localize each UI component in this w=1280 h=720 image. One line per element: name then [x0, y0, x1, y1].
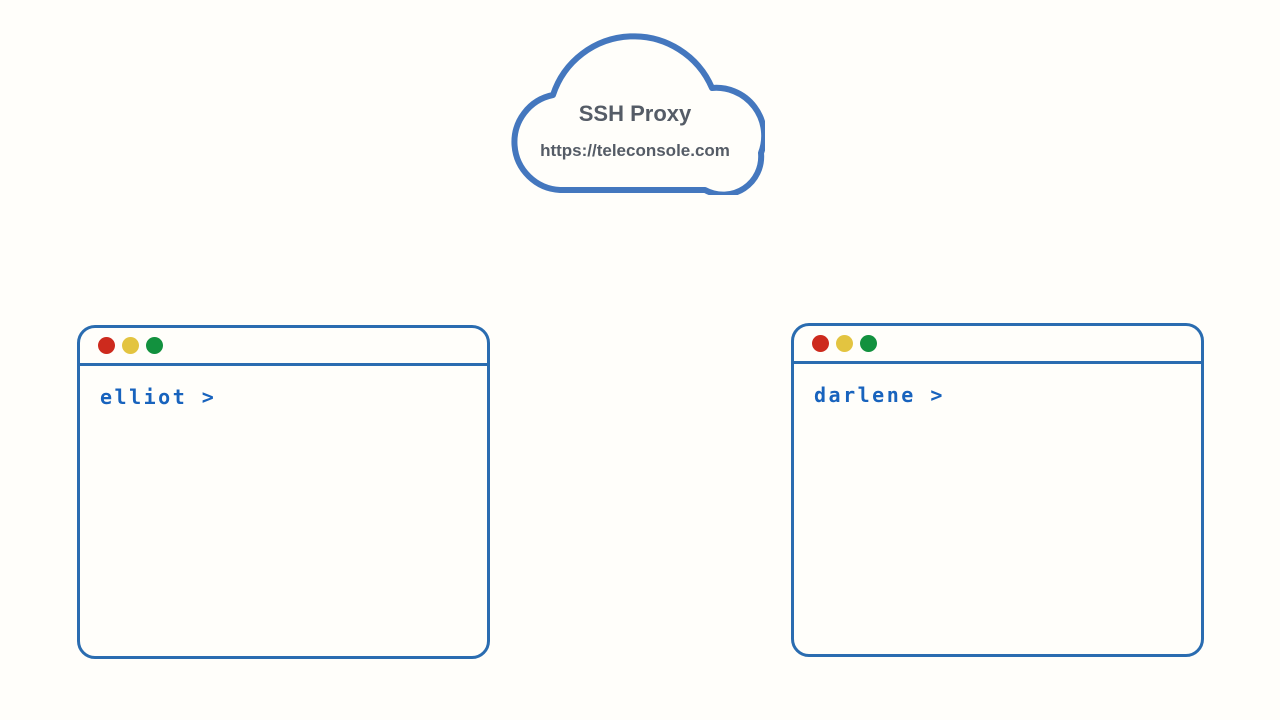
terminal-body: darlene > [794, 364, 1201, 407]
terminal-titlebar [80, 328, 487, 366]
cloud-icon: SSH Proxy https://teleconsole.com [511, 33, 768, 198]
maximize-button-icon [146, 337, 163, 354]
terminal-titlebar [794, 326, 1201, 364]
minimize-button-icon [836, 335, 853, 352]
close-button-icon [98, 337, 115, 354]
terminal-window-darlene: darlene > [791, 323, 1204, 657]
cloud-outline [511, 33, 768, 198]
cloud-url: https://teleconsole.com [540, 141, 730, 160]
close-button-icon [812, 335, 829, 352]
cloud-title: SSH Proxy [579, 101, 692, 126]
ssh-proxy-cloud: SSH Proxy https://teleconsole.com [505, 33, 768, 198]
maximize-button-icon [860, 335, 877, 352]
shell-prompt-elliot: elliot > [100, 385, 217, 409]
minimize-button-icon [122, 337, 139, 354]
terminal-window-elliot: elliot > [77, 325, 490, 659]
terminal-body: elliot > [80, 366, 487, 409]
shell-prompt-darlene: darlene > [814, 383, 945, 407]
